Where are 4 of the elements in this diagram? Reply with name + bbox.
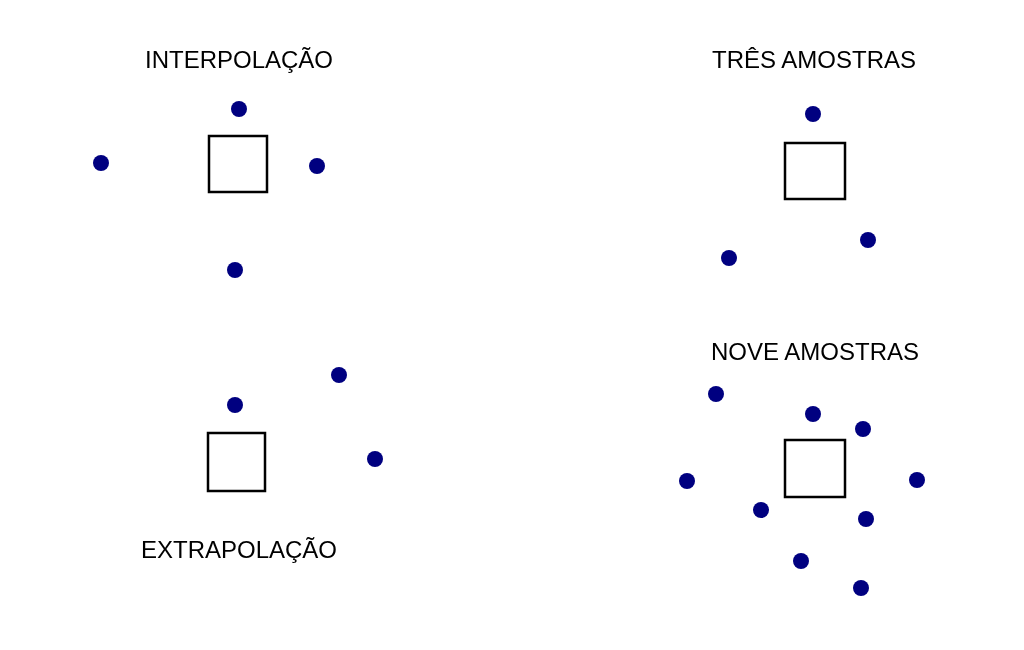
panel-title: EXTRAPOLAÇÃO [140,536,338,564]
panel-title: TRÊS AMOSTRAS [712,46,916,74]
panel-title: INTERPOLAÇÃO [145,46,333,74]
panel-title: NOVE AMOSTRAS [711,338,919,366]
